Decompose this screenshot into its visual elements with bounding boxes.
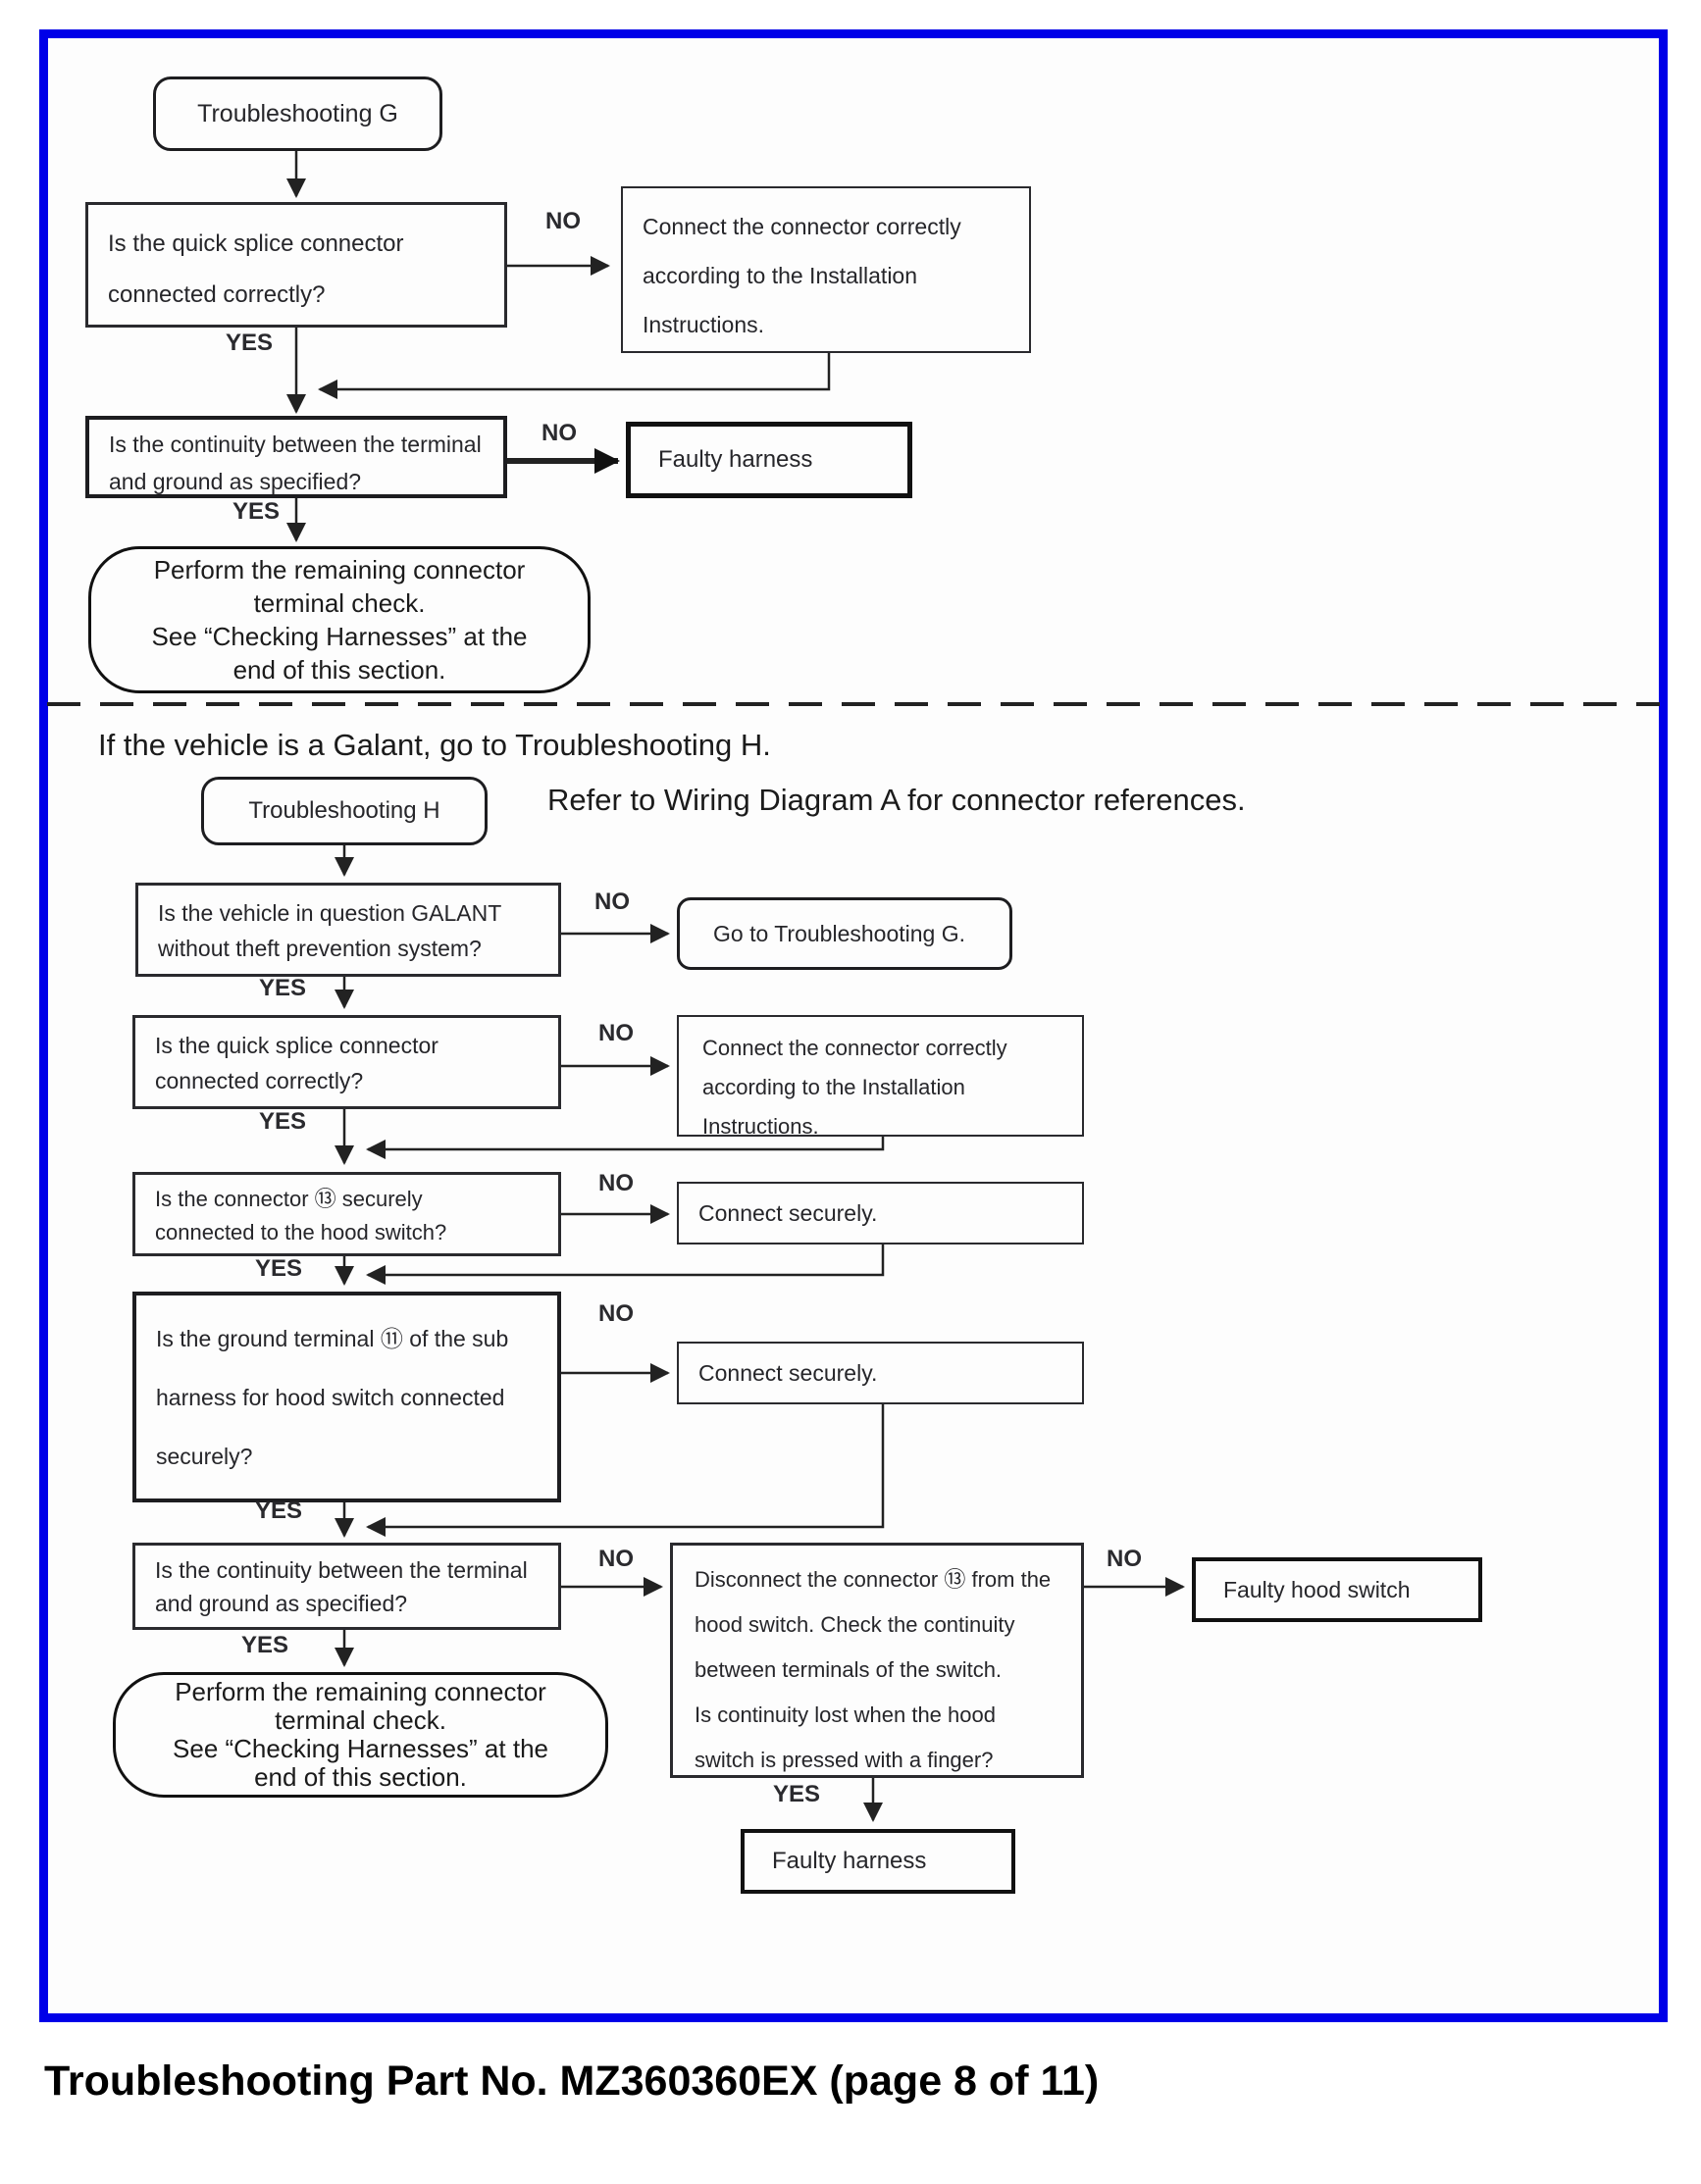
no-label: NO xyxy=(1107,1546,1142,1572)
no-label: NO xyxy=(594,889,630,915)
no-label: NO xyxy=(598,1300,634,1327)
no-label: NO xyxy=(598,1546,634,1572)
yes-label: YES xyxy=(773,1781,821,1807)
action-goto-troubleshooting-g: Go to Troubleshooting G. xyxy=(677,897,1012,970)
yes-label: YES xyxy=(232,498,281,525)
question-ground-terminal: Is the ground terminal ⑪ of the sub harn… xyxy=(132,1292,561,1502)
action-connect-correctly-h: Connect the connector correctly accordin… xyxy=(677,1015,1084,1139)
question-continuity-h: Is the continuity between the terminal a… xyxy=(132,1543,561,1630)
result-faulty-harness-h: Faulty harness xyxy=(741,1829,1015,1894)
action-connect-securely-1-label: Connect securely. xyxy=(698,1199,878,1226)
no-label: NO xyxy=(545,208,581,234)
terminal-troubleshooting-h: Troubleshooting H xyxy=(201,777,488,845)
no-label: NO xyxy=(598,1020,634,1046)
yes-label: YES xyxy=(241,1632,289,1658)
action-connect-securely-2-label: Connect securely. xyxy=(698,1359,878,1386)
action-connect-securely-1: Connect securely. xyxy=(677,1182,1084,1244)
question-quick-splice-h: Is the quick splice connector connected … xyxy=(132,1015,561,1109)
no-label: NO xyxy=(541,420,577,446)
question-continuity-g: Is the continuity between the terminal a… xyxy=(85,416,507,498)
question-vehicle-galant: Is the vehicle in question GALANT withou… xyxy=(135,883,561,977)
action-goto-troubleshooting-g-label: Go to Troubleshooting G. xyxy=(713,920,965,946)
no-label: NO xyxy=(598,1170,634,1196)
action-connect-correctly-g: Connect the connector correctly accordin… xyxy=(621,186,1031,353)
yes-label: YES xyxy=(255,1498,303,1524)
terminal-troubleshooting-g-label: Troubleshooting G xyxy=(197,99,398,127)
result-faulty-harness-g: Faulty harness xyxy=(626,422,912,498)
terminal-remaining-check-h: Perform the remaining connector terminal… xyxy=(113,1672,608,1798)
yes-label: YES xyxy=(259,1108,307,1135)
intro-text-galant: If the vehicle is a Galant, go to Troubl… xyxy=(98,728,771,762)
result-faulty-harness-h-label: Faulty harness xyxy=(772,1848,927,1874)
page-caption: Troubleshooting Part No. MZ360360EX (pag… xyxy=(44,2057,1100,2105)
question-quick-splice-g: Is the quick splice connector connected … xyxy=(85,202,507,328)
yes-label: YES xyxy=(226,330,274,356)
refer-wiring-diagram-text: Refer to Wiring Diagram A for connector … xyxy=(547,783,1246,817)
result-faulty-harness-g-label: Faulty harness xyxy=(658,446,813,473)
terminal-troubleshooting-h-label: Troubleshooting H xyxy=(248,797,440,824)
yes-label: YES xyxy=(255,1255,303,1282)
terminal-troubleshooting-g: Troubleshooting G xyxy=(153,76,442,151)
yes-label: YES xyxy=(259,975,307,1001)
question-connector-hood-switch: Is the connector ⑬ securely connected to… xyxy=(132,1172,561,1256)
result-faulty-hood-switch-label: Faulty hood switch xyxy=(1223,1576,1411,1602)
question-disconnect-connector-check: Disconnect the connector ⑬ from the hood… xyxy=(670,1543,1084,1778)
action-connect-securely-2: Connect securely. xyxy=(677,1342,1084,1404)
terminal-remaining-check-g: Perform the remaining connector terminal… xyxy=(88,546,591,693)
result-faulty-hood-switch: Faulty hood switch xyxy=(1192,1557,1482,1622)
